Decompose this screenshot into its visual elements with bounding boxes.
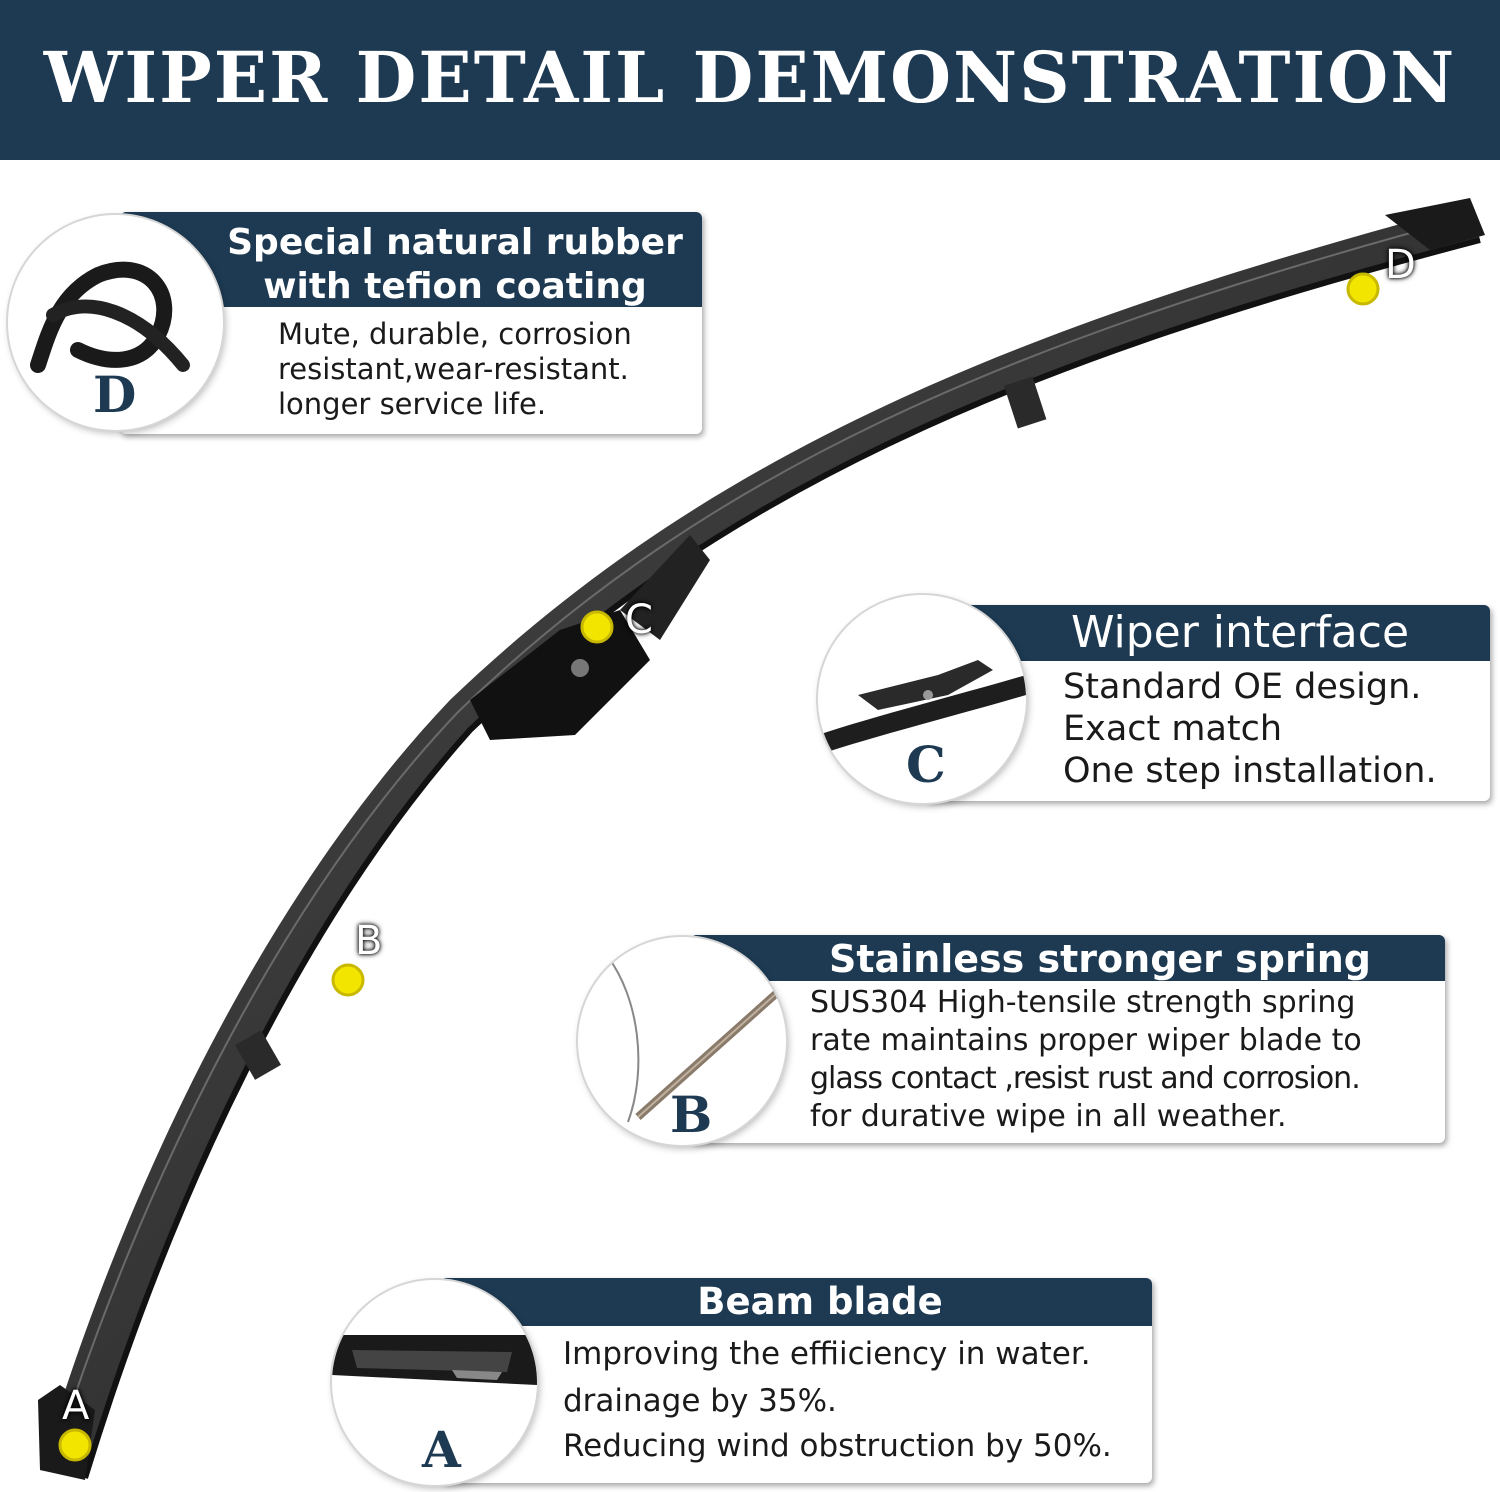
callout-beam-card: Beam blade Improving the effiiciency in … <box>440 1278 1152 1483</box>
connector-bolt <box>571 659 589 677</box>
connector-clip <box>620 535 710 640</box>
callout-rubber-line-2: resistant,wear-resistant. <box>278 352 629 386</box>
rubber-detail-circle: D <box>8 215 223 430</box>
callout-spring-line-1: SUS304 High-tensile strength spring <box>810 985 1356 1020</box>
marker-c-label: C <box>625 597 653 643</box>
callout-spring-line-4: for durative wipe in all weather. <box>810 1099 1287 1134</box>
callout-beam-line-3: Reducing wind obstruction by 50%. <box>563 1428 1112 1464</box>
callout-beam-line-2: drainage by 35%. <box>563 1383 837 1419</box>
spring-icon <box>607 956 781 1123</box>
marker-a-label: A <box>62 1383 90 1429</box>
callout-interface-line-2: Exact match <box>1063 709 1283 749</box>
callout-rubber-card: Special natural rubber with tefion coati… <box>120 212 702 434</box>
callout-beam-header <box>440 1278 1152 1326</box>
beam-blade-icon <box>332 1335 537 1385</box>
callout-spring-header <box>690 935 1445 981</box>
beam-detail-circle: A <box>332 1280 537 1485</box>
callout-interface-title: Wiper interface <box>1070 607 1410 658</box>
spring-circle-letter: B <box>670 1085 713 1144</box>
callout-rubber-title-2: with tefion coating <box>263 266 647 307</box>
rubber-strip-icon <box>30 261 190 373</box>
beam-circle-letter: A <box>422 1420 461 1479</box>
blade-highlight <box>54 217 1466 1456</box>
joint-upper <box>1003 376 1047 429</box>
callout-rubber-line-1: Mute, durable, corrosion <box>278 317 632 351</box>
callout-spring-card: Stainless stronger spring SUS304 High-te… <box>690 935 1445 1143</box>
callout-interface-line-3: One step installation. <box>1063 751 1437 791</box>
joint-lower <box>235 1030 281 1080</box>
title-banner: WIPER DETAIL DEMONSTRATION <box>0 0 1500 160</box>
callout-spring-line-3: glass contact ,resist rust and corrosion… <box>810 1061 1361 1096</box>
callout-beam-title: Beam blade <box>697 1280 943 1323</box>
callout-interface-line-1: Standard OE design. <box>1063 667 1422 707</box>
banner-title: WIPER DETAIL DEMONSTRATION <box>43 36 1457 119</box>
rubber-circle-letter: D <box>93 365 137 424</box>
marker-b-label: B <box>355 918 383 964</box>
marker-d-label: D <box>1385 242 1416 288</box>
spring-detail-circle: B <box>578 937 786 1145</box>
interface-circle-letter: C <box>906 735 946 794</box>
callout-interface-card: Wiper interface Standard OE design. Exac… <box>925 605 1490 801</box>
callout-spring-line-2: rate maintains proper wiper blade to <box>810 1023 1362 1058</box>
callout-rubber-title-1: Special natural rubber <box>227 222 683 263</box>
interface-detail-circle: C <box>818 595 1026 803</box>
connector-icon <box>818 660 1026 755</box>
callout-beam-line-1: Improving the effiiciency in water. <box>563 1336 1091 1372</box>
callout-rubber-line-3: longer service life. <box>278 387 547 421</box>
end-cap-d <box>1385 198 1485 250</box>
callout-spring-title: Stainless stronger spring <box>829 937 1371 981</box>
callout-interface-header <box>925 605 1490 661</box>
